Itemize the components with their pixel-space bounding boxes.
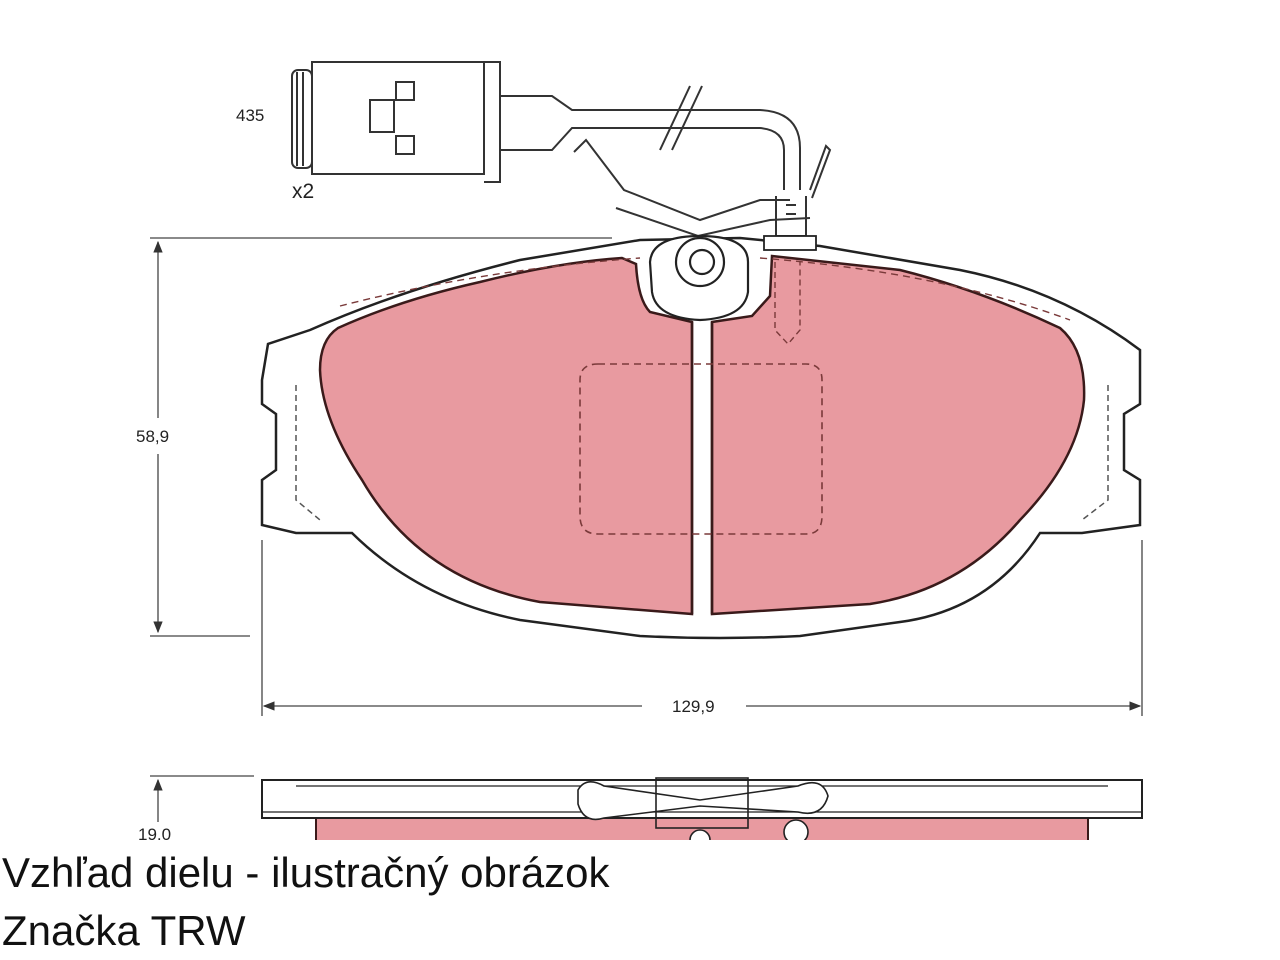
sensor-quantity-label: x2 [292,180,314,203]
sensor-code-label: 435 [236,106,264,125]
illustration-disclaimer: Vzhľad dielu - ilustračný obrázok [2,849,610,896]
brake-pad-technical-drawing: 435 x2 58,9 129,9 19,0 [136,61,1143,840]
friction-material [318,254,1086,616]
width-dimension-label: 129,9 [672,697,715,716]
wear-sensor-connector [291,61,832,238]
sensor-mounting-lug [648,234,817,322]
dimension-lines [150,237,1143,822]
side-view [261,777,1143,840]
thickness-dimension-label: 19,0 [138,825,171,840]
height-dimension-label: 58,9 [136,427,169,446]
brand-label: Značka TRW [2,907,246,954]
